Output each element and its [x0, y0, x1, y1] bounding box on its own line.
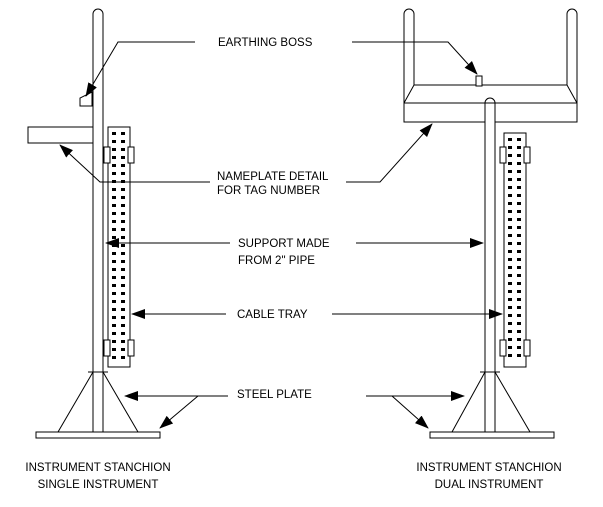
leader-earthing-boss-right	[352, 41, 478, 75]
label-nameplate-line1: NAMEPLATE DETAIL	[217, 171, 329, 183]
label-earthing-boss: EARTHING BOSS	[218, 37, 313, 49]
right-base-gussets	[451, 371, 531, 433]
left-nameplate-bracket	[27, 126, 94, 144]
caption-right-line2: DUAL INSTRUMENT	[435, 479, 544, 491]
label-support-line1: SUPPORT MADE	[238, 238, 330, 250]
caption-left-line1: INSTRUMENT STANCHION	[25, 462, 170, 474]
label-support-line2: FROM 2" PIPE	[238, 255, 315, 267]
label-nameplate-line2: FOR TAG NUMBER	[217, 185, 320, 197]
right-cable-tray	[499, 132, 531, 368]
left-support-pipe	[92, 8, 104, 432]
label-cable-tray: CABLE TRAY	[237, 309, 308, 321]
leader-nameplate-left	[59, 144, 210, 183]
left-base-gussets	[57, 371, 139, 433]
caption-right-line1: INSTRUMENT STANCHION	[416, 462, 561, 474]
right-top-crossbar	[403, 84, 578, 104]
right-support-pipe	[484, 97, 496, 432]
caption-left-line2: SINGLE INSTRUMENT	[38, 479, 159, 491]
right-fork-post-right	[566, 8, 578, 103]
right-fork-post-left	[403, 8, 415, 103]
left-cable-tray	[103, 126, 135, 368]
right-steel-plate	[429, 431, 555, 439]
leader-earthing-boss-left	[85, 41, 195, 97]
left-stanchion	[27, 8, 161, 439]
leader-steel-plate-right-b	[366, 395, 429, 429]
label-steel-plate: STEEL PLATE	[237, 389, 312, 401]
right-stanchion	[403, 8, 578, 439]
left-earthing-boss	[79, 91, 93, 107]
right-mounting-plate	[403, 102, 578, 123]
left-steel-plate	[35, 431, 161, 439]
leader-steel-plate-left-b	[159, 395, 228, 429]
right-earthing-boss	[475, 75, 483, 87]
leader-nameplate-right	[346, 123, 433, 183]
